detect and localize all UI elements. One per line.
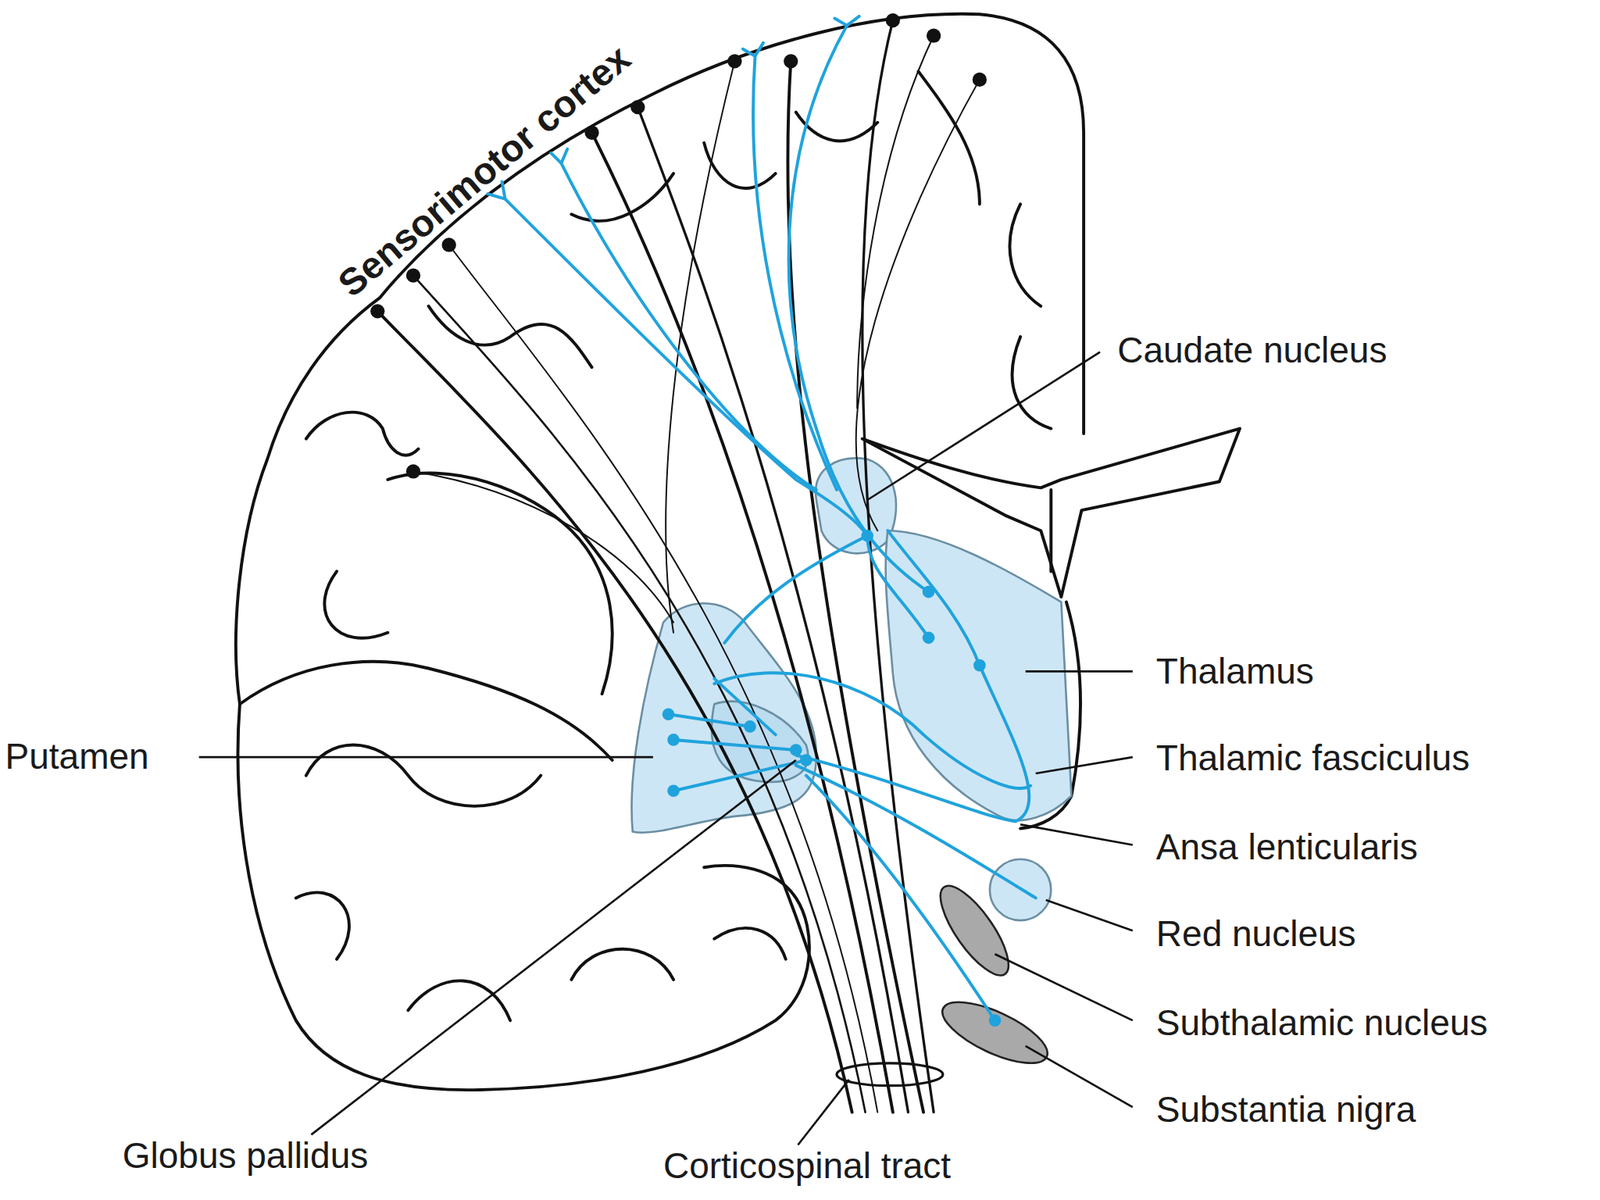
cortical-fiber xyxy=(665,60,735,633)
neuron-soma xyxy=(926,28,941,43)
subthalamic-nucleus-shape xyxy=(928,876,1020,985)
leader-line xyxy=(310,760,796,1135)
cortical-fiber xyxy=(377,310,852,1112)
striatal-fiber xyxy=(724,535,868,643)
neuron-soma xyxy=(630,100,645,115)
cortical-fiber xyxy=(449,244,879,1112)
putamen-shape xyxy=(632,603,817,833)
leader-line xyxy=(199,756,654,759)
corticostriate-fiber xyxy=(753,56,837,490)
thalamocortical-fiber xyxy=(789,25,929,593)
corticostriate-fiber xyxy=(505,199,868,536)
cortical-fiber xyxy=(857,35,934,409)
basal-ganglia-fibers xyxy=(487,16,1036,1021)
part-label: Putamen xyxy=(5,738,150,775)
thalamic-fasciculus-fiber xyxy=(714,672,1031,789)
leader-line xyxy=(1020,824,1133,845)
neuron-soma xyxy=(662,707,675,721)
cortical-fiber xyxy=(413,275,866,1113)
neuron-soma xyxy=(667,784,680,797)
neuron-soma xyxy=(800,753,813,767)
part-label: Thalamus xyxy=(1156,653,1315,690)
structures xyxy=(632,458,1072,1076)
neuron-soma xyxy=(783,53,798,68)
neuron-soma xyxy=(584,125,599,140)
rubral-fiber xyxy=(796,765,1036,899)
basal-ganglia-neurons xyxy=(662,529,1002,1027)
cortical-fiber xyxy=(592,132,893,1113)
neuron-soma xyxy=(442,237,457,252)
part-label: Ansa lenticularis xyxy=(1156,828,1418,865)
leader-line xyxy=(994,953,1133,1021)
part-label: Subthalamic nucleus xyxy=(1156,1004,1488,1041)
neuron-soma xyxy=(406,268,421,283)
neuron-soma xyxy=(727,53,742,68)
neuron-soma xyxy=(370,303,385,318)
cortical-fiber xyxy=(787,60,924,1112)
neuron-soma xyxy=(860,529,874,543)
leader-line xyxy=(1025,1046,1133,1108)
ansa-lenticularis-fiber xyxy=(796,665,1030,822)
neuron-soma xyxy=(973,659,986,672)
neuron-soma xyxy=(743,720,757,733)
thalamus-shape xyxy=(885,530,1072,821)
thalamic-fiber xyxy=(867,530,980,665)
neuron-soma xyxy=(922,585,936,599)
part-label: Globus pallidus xyxy=(122,1137,369,1174)
leader-line xyxy=(1035,757,1133,774)
leader-lines xyxy=(199,352,1133,1146)
neuron-soma xyxy=(989,1014,1002,1027)
region-title: Sensorimotor cortex xyxy=(332,39,637,304)
cortical-neurons xyxy=(370,13,987,479)
cortical-fiber xyxy=(856,79,980,531)
nigral-fiber xyxy=(806,775,996,1021)
part-label: Thalamic fasciculus xyxy=(1156,739,1470,776)
part-label: Substantia nigra xyxy=(1156,1091,1416,1128)
striatopallidal-fiber xyxy=(668,678,807,792)
cortical-fiber xyxy=(413,471,674,622)
lateral-sulcus xyxy=(239,661,613,761)
neuron-soma xyxy=(885,13,900,28)
neuron-soma xyxy=(972,72,987,87)
cortical-fiber xyxy=(637,107,908,1113)
part-label: Corticospinal tract xyxy=(663,1147,951,1184)
neuron-soma xyxy=(789,743,803,757)
corticospinal-tract-ring xyxy=(836,1063,943,1086)
neuron-soma xyxy=(406,464,421,479)
part-label: Caudate nucleus xyxy=(1117,332,1387,368)
leader-line xyxy=(1025,670,1133,673)
leader-line xyxy=(1046,900,1133,931)
part-label: Red nucleus xyxy=(1156,915,1357,952)
leader-line xyxy=(797,1079,849,1146)
neuron-soma xyxy=(667,733,680,747)
substantia-nigra-shape xyxy=(934,989,1056,1075)
neuron-soma xyxy=(922,631,936,644)
leader-line xyxy=(867,352,1100,500)
brain-outline xyxy=(235,14,1240,1090)
